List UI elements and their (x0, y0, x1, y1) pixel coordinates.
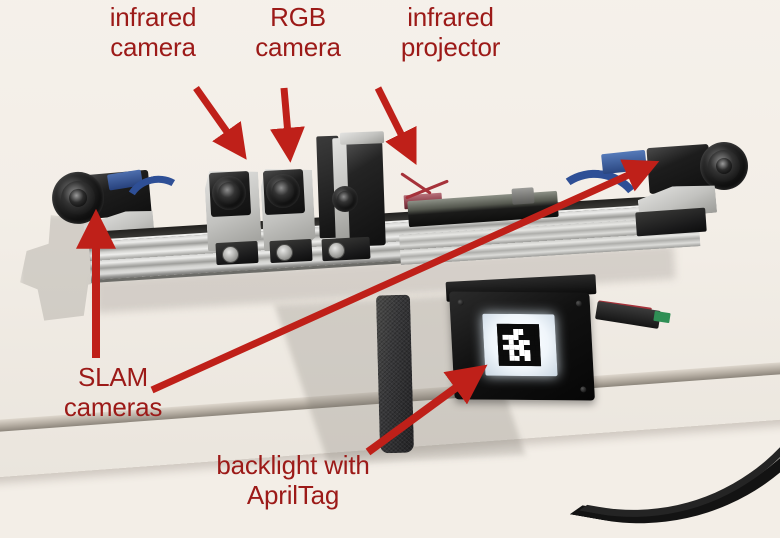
backlight-diffuser-panel (482, 313, 558, 377)
screw-top-left (457, 299, 464, 306)
top-plate-infrared-projector (339, 131, 385, 145)
lens-infrared-projector (332, 186, 358, 212)
foam-support-post (375, 294, 415, 454)
lens-rgb-camera (266, 174, 300, 208)
connector-block-pcb (511, 187, 535, 205)
screw-bottom-left (461, 385, 469, 392)
screw-bottom-right (580, 386, 587, 393)
backlight-housing (449, 291, 595, 401)
knob-rgb-camera (276, 244, 293, 261)
lens-infrared-camera (212, 176, 246, 210)
knob-infrared-camera (222, 246, 239, 263)
screw-top-right (575, 300, 583, 307)
apriltag-cell (535, 360, 542, 367)
knob-infrared-projector (328, 242, 345, 259)
clamp-right-slam (635, 207, 707, 237)
apriltag-marker (496, 323, 542, 367)
lens-right-slam (700, 142, 748, 190)
